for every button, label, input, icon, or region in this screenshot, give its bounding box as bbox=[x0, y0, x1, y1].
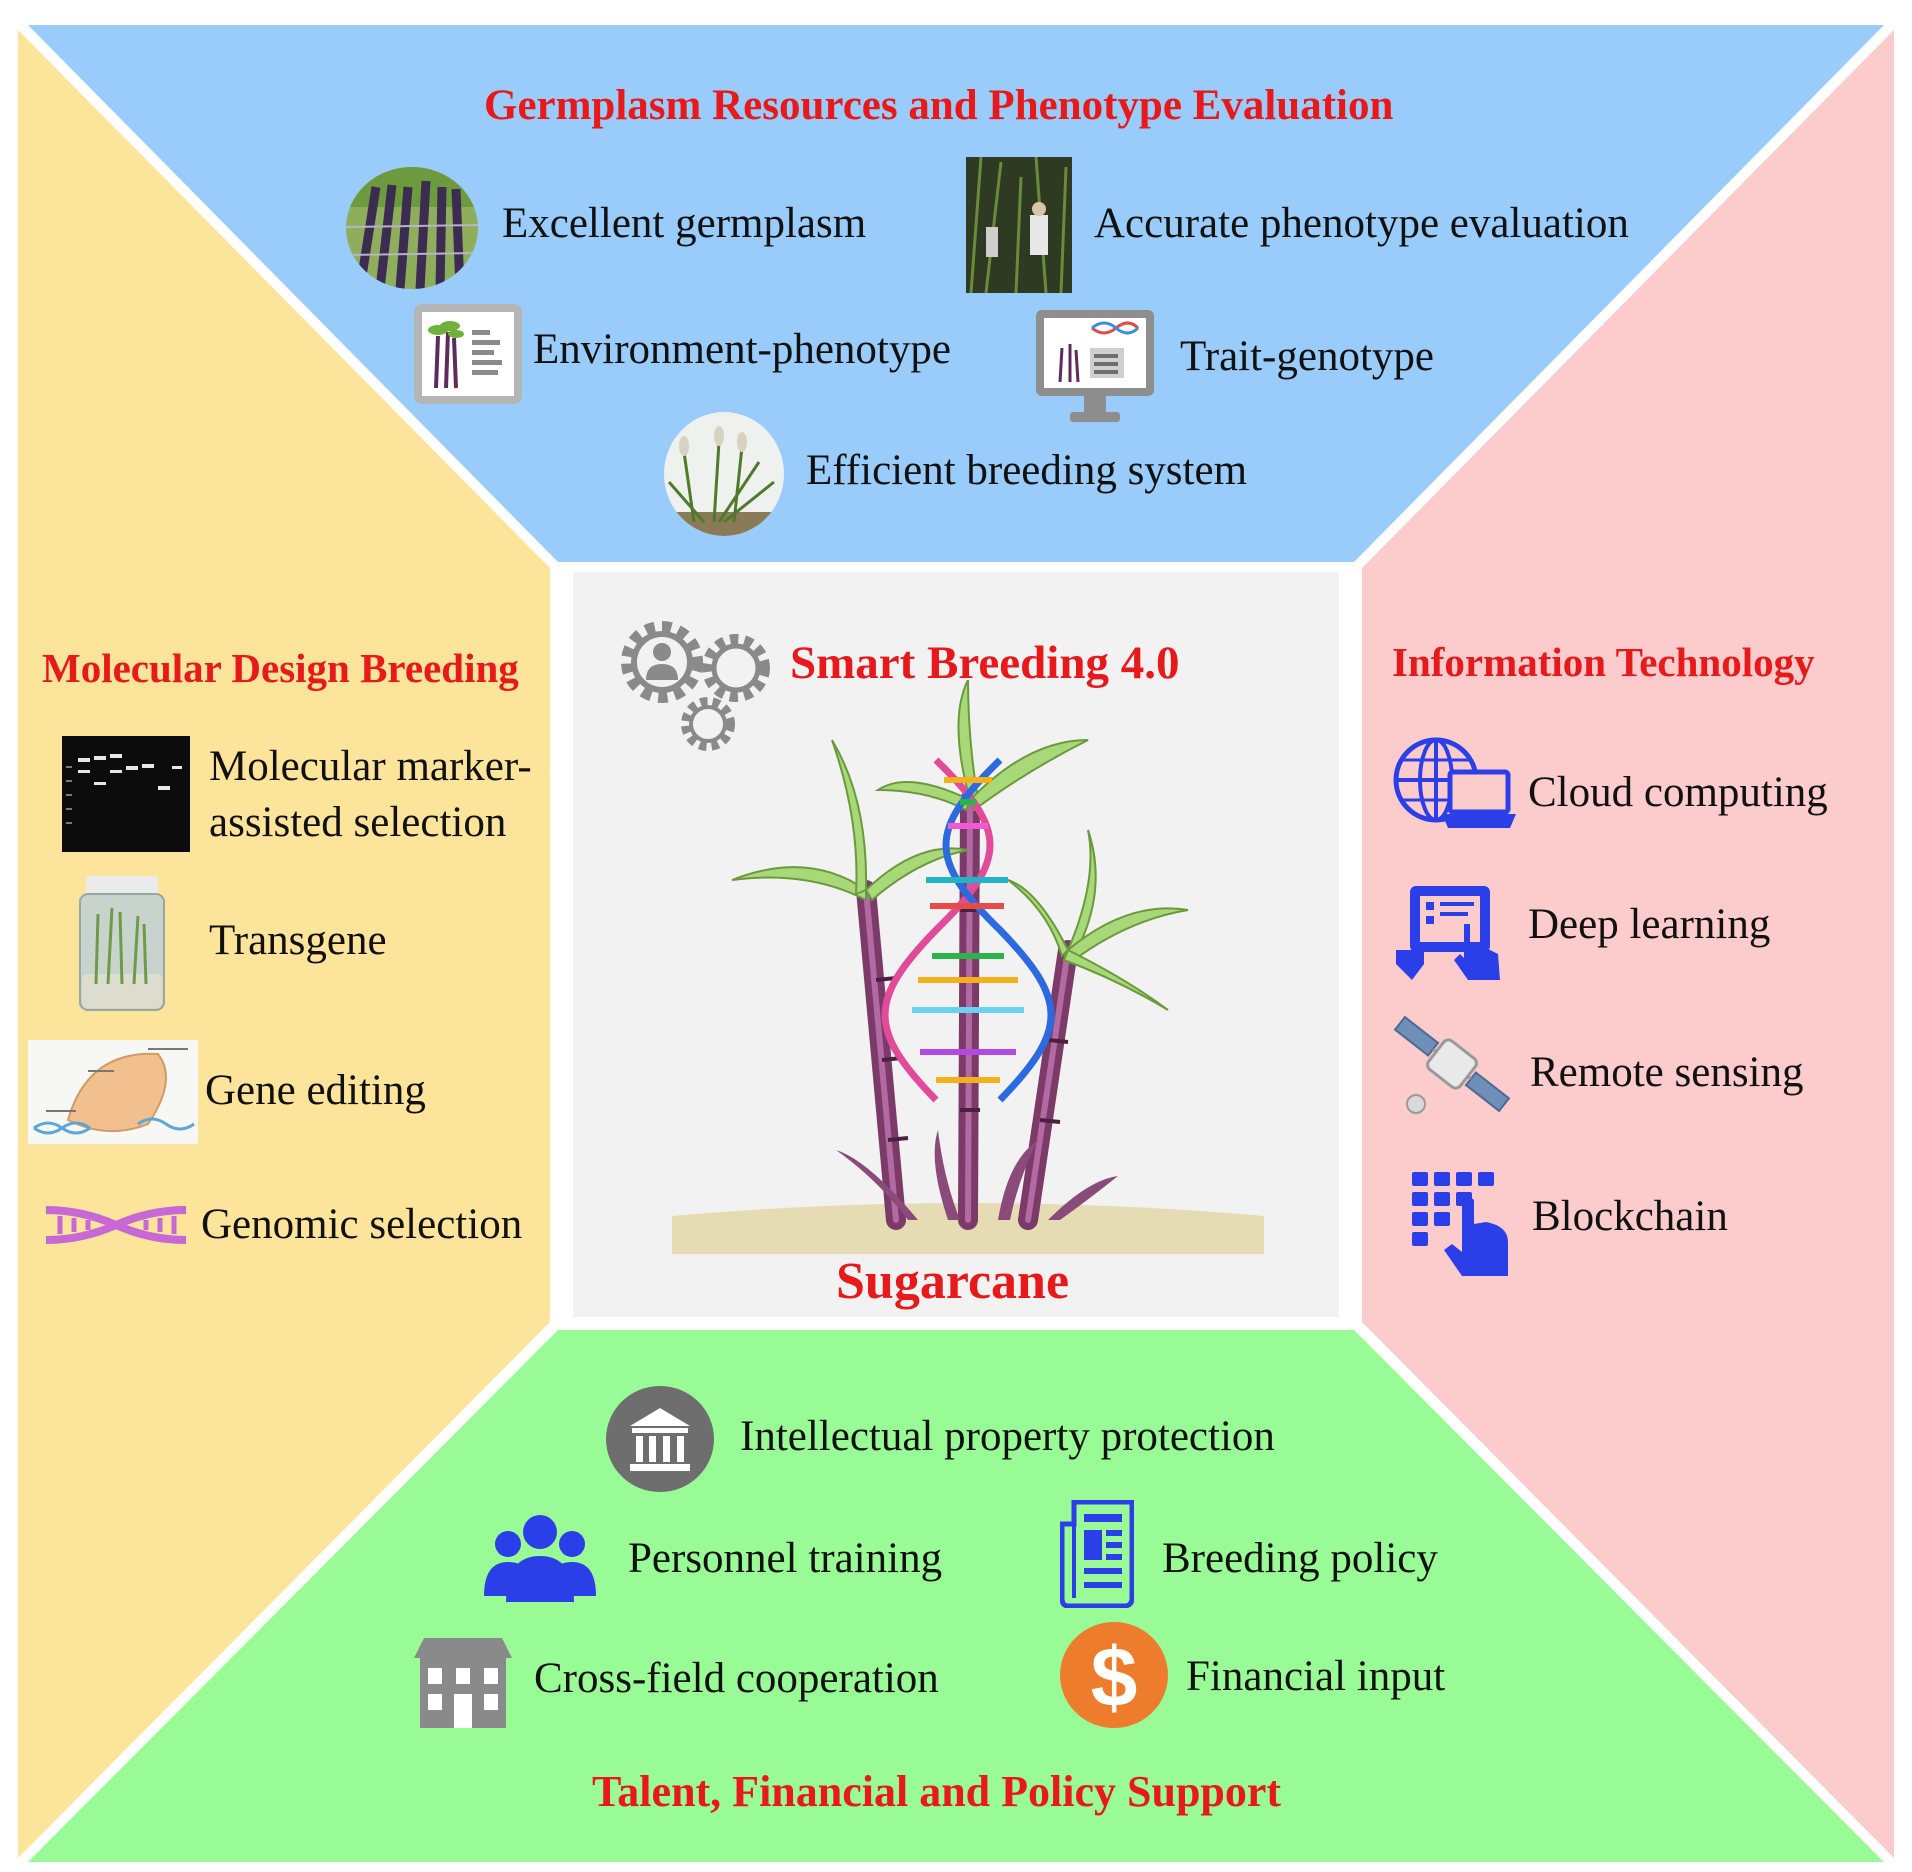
touch-tablet-icon bbox=[1394, 884, 1506, 984]
crispr-diagram-image bbox=[28, 1040, 198, 1144]
top-panel-title: Germplasm Resources and Phenotype Evalua… bbox=[484, 82, 1394, 129]
accurate-phenotype-evaluation-label: Accurate phenotype evaluation bbox=[1094, 200, 1629, 247]
environment-phenotype-label: Environment-phenotype bbox=[533, 326, 951, 373]
left-panel-title: Molecular Design Breeding bbox=[42, 645, 519, 691]
institution-icon bbox=[606, 1386, 714, 1492]
financial-input-label: Financial input bbox=[1186, 1653, 1446, 1700]
bottom-panel-title: Talent, Financial and Policy Support bbox=[592, 1767, 1282, 1816]
panel-left bbox=[18, 30, 550, 1858]
cloud-computing-label: Cloud computing bbox=[1528, 769, 1828, 816]
gene-editing-label: Gene editing bbox=[205, 1067, 426, 1114]
transgene-label: Transgene bbox=[209, 917, 387, 964]
marker-assisted-label-line1: Molecular marker- bbox=[209, 743, 532, 790]
tissue-culture-jar-photo bbox=[76, 874, 168, 1014]
dollar-coin-icon: $ bbox=[1060, 1622, 1168, 1728]
gel-electrophoresis-photo bbox=[62, 736, 190, 852]
marker-assisted-label-line2: assisted selection bbox=[209, 799, 507, 846]
ip-protection-label: Intellectual property protection bbox=[740, 1413, 1275, 1460]
remote-sensing-label: Remote sensing bbox=[1530, 1049, 1804, 1096]
gears-person-icon bbox=[616, 616, 780, 752]
panel-bottom bbox=[28, 1330, 1884, 1862]
sugarcane-stalks-photo bbox=[346, 167, 478, 289]
genomic-selection-label: Genomic selection bbox=[201, 1201, 523, 1248]
trait-genotype-label: Trait-genotype bbox=[1180, 333, 1434, 380]
efficient-breeding-system-label: Efficient breeding system bbox=[806, 447, 1248, 494]
dna-helix-icon bbox=[42, 1200, 190, 1250]
center-subtitle: Sugarcane bbox=[836, 1253, 1070, 1310]
field-worker-photo bbox=[966, 157, 1072, 293]
keypad-touch-icon bbox=[1412, 1172, 1510, 1276]
building-icon bbox=[414, 1636, 512, 1728]
blockchain-label: Blockchain bbox=[1532, 1193, 1728, 1240]
document-plant-icon bbox=[412, 302, 524, 406]
cross-field-cooperation-label: Cross-field cooperation bbox=[534, 1655, 939, 1702]
right-panel-title: Information Technology bbox=[1392, 639, 1815, 685]
deep-learning-label: Deep learning bbox=[1528, 901, 1771, 948]
flowering-sugarcane-photo bbox=[664, 412, 784, 536]
svg-text:$: $ bbox=[1091, 1630, 1138, 1724]
panel-center bbox=[573, 572, 1339, 1317]
monitor-dna-icon bbox=[1034, 308, 1156, 426]
personnel-training-label: Personnel training bbox=[628, 1535, 943, 1582]
excellent-germplasm-label: Excellent germplasm bbox=[502, 200, 867, 247]
breeding-policy-label: Breeding policy bbox=[1162, 1535, 1438, 1582]
panel-top bbox=[28, 25, 1884, 562]
satellite-icon bbox=[1392, 1012, 1512, 1116]
globe-laptop-icon bbox=[1392, 736, 1516, 832]
newspaper-icon bbox=[1060, 1500, 1134, 1608]
people-group-icon bbox=[484, 1510, 596, 1602]
panel-right bbox=[1362, 30, 1894, 1858]
center-title: Smart Breeding 4.0 bbox=[790, 637, 1180, 689]
sugarcane-illustration bbox=[668, 680, 1268, 1254]
